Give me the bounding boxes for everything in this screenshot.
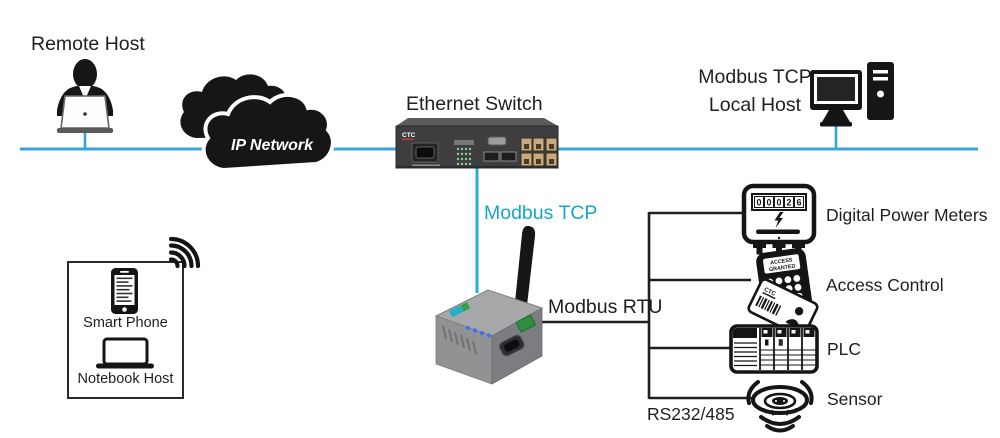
rs232-label: RS232/485 bbox=[647, 404, 735, 424]
ip-network-cloud-icon: IP Network bbox=[180, 74, 335, 173]
ethernet-switch-icon: CTC bbox=[395, 118, 559, 169]
notebook-host-label: Notebook Host bbox=[77, 371, 174, 387]
remote-host-user-icon bbox=[57, 59, 113, 133]
wifi-icon bbox=[168, 236, 201, 269]
card-brand-text: CTC bbox=[763, 287, 777, 298]
access-display-line2: GRANTED bbox=[769, 264, 796, 274]
wireless-host-group bbox=[67, 236, 201, 399]
device-label-access-control: Access Control bbox=[826, 275, 944, 295]
local-host-computer-icon bbox=[810, 62, 894, 127]
local-host-label-line1: Modbus TCP bbox=[698, 66, 812, 88]
meter-digit: 0 bbox=[776, 198, 781, 208]
remote-host-label: Remote Host bbox=[31, 33, 145, 55]
meter-digit: 6 bbox=[796, 198, 801, 208]
switch-rj45-ports bbox=[520, 137, 558, 167]
switch-brand-text: CTC bbox=[402, 132, 416, 139]
smart-phone-label: Smart Phone bbox=[83, 315, 168, 331]
access-control-icon: ACCESS GRANTED CTC bbox=[747, 248, 819, 338]
modbus-tcp-label: Modbus TCP bbox=[484, 202, 598, 224]
access-display-line1: ACCESS bbox=[770, 257, 793, 266]
meter-digit: 2 bbox=[786, 198, 791, 208]
device-label-sensor: Sensor bbox=[827, 389, 883, 409]
smartphone-icon bbox=[111, 268, 138, 314]
modbus-rtu-label: Modbus RTU bbox=[548, 296, 663, 318]
local-host-label-line2: Local Host bbox=[708, 94, 802, 117]
device-label-power-meters: Digital Power Meters bbox=[826, 205, 988, 225]
meter-digit: 0 bbox=[756, 198, 761, 208]
lightning-icon bbox=[774, 212, 784, 228]
local-host-label: Modbus TCP Local Host bbox=[675, 66, 835, 117]
ip-network-label: IP Network bbox=[231, 137, 314, 154]
meter-digit: 0 bbox=[766, 198, 771, 208]
gateway-serial-port bbox=[498, 334, 525, 357]
device-label-plc: PLC bbox=[827, 339, 862, 359]
power-meter-icon: 0 0 0 2 6 bbox=[741, 183, 817, 255]
modbus-gateway-icon bbox=[434, 225, 544, 385]
notebook-icon bbox=[96, 337, 154, 369]
modbus-rtu-bus-lines bbox=[535, 211, 752, 400]
access-card-icon: CTC bbox=[747, 278, 819, 338]
ethernet-switch-label: Ethernet Switch bbox=[406, 93, 543, 115]
sensor-icon bbox=[746, 380, 814, 433]
plc-icon bbox=[729, 324, 819, 374]
